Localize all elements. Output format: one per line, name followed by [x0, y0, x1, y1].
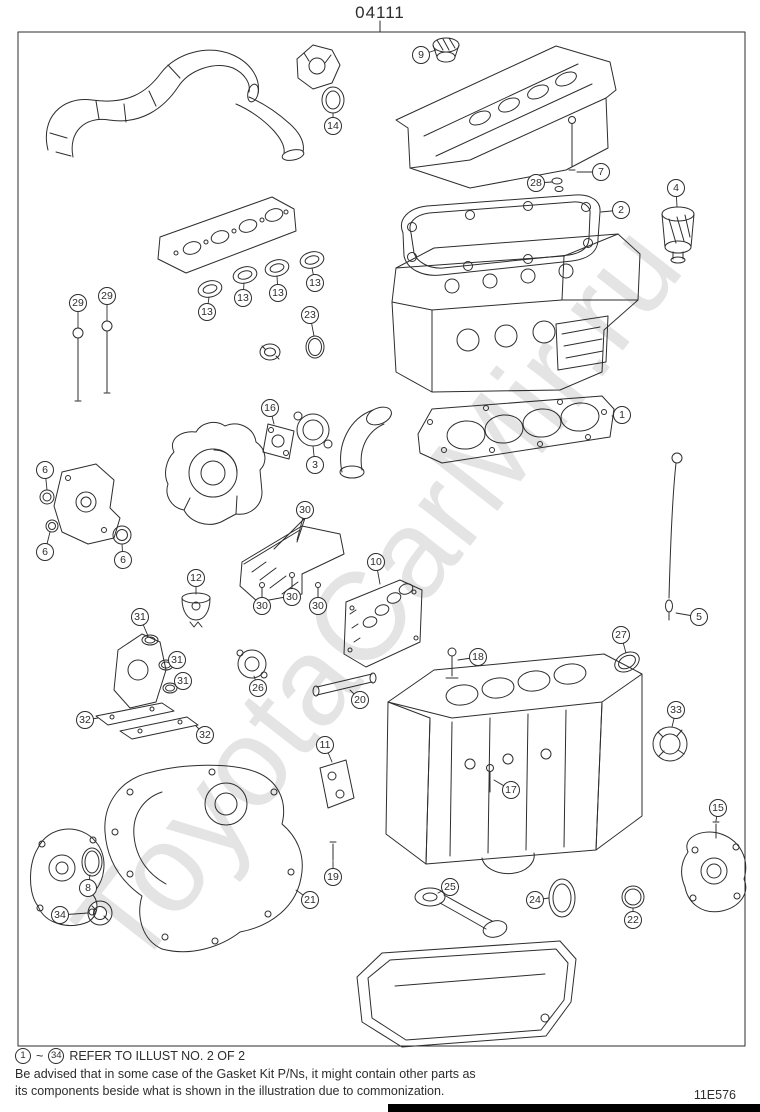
callout-5: 5 [690, 608, 708, 626]
timing-cover-art [104, 764, 303, 953]
exhaust-manifold-gasket-art [157, 196, 325, 298]
callout-27: 27 [612, 626, 630, 644]
callout-10: 10 [367, 553, 385, 571]
callout-9: 9 [412, 46, 430, 64]
callout-19: 19 [324, 868, 342, 886]
flange-gasket-16-art [262, 423, 295, 460]
ref-circle-from: 1 [15, 1048, 31, 1064]
valve-cover-art [395, 45, 617, 189]
callout-6: 6 [36, 461, 54, 479]
refer-text: REFER TO ILLUST NO. 2 OF 2 [69, 1049, 246, 1063]
callout-25: 25 [441, 878, 459, 896]
callout-31: 31 [174, 672, 192, 690]
oil-strainer-art [414, 887, 508, 938]
ref-circle-to: 34 [48, 1048, 65, 1064]
callout-17: 17 [502, 781, 520, 799]
callout-20: 20 [351, 691, 369, 709]
callout-22: 22 [624, 911, 642, 929]
callout-29: 29 [69, 294, 87, 312]
cylinder-head-art [391, 233, 641, 393]
camshaft-seal-27-art [614, 651, 640, 673]
callout-13: 13 [306, 274, 324, 292]
callout-13: 13 [198, 303, 216, 321]
callout-6: 6 [36, 543, 54, 561]
intake-gasket-art [343, 579, 423, 668]
callout-26: 26 [249, 679, 267, 697]
figure-number: 04111 [355, 3, 405, 22]
cylinder-part-4-art [661, 206, 695, 264]
flange-26-art [236, 649, 268, 679]
callout-6: 6 [114, 551, 132, 569]
inlet-elbow-art [339, 406, 392, 479]
callout-16: 16 [261, 399, 279, 417]
dipstick-art [665, 452, 683, 621]
callout-4: 4 [667, 179, 685, 197]
document-code: 11E576 [693, 1088, 736, 1102]
callout-30: 30 [253, 597, 271, 615]
water-inlet-art [113, 633, 178, 709]
cover-plate-11-art [319, 759, 355, 809]
stud-29-art [72, 320, 113, 402]
rear-retainer-art [680, 821, 747, 913]
turbo-art [165, 421, 266, 525]
callout-24: 24 [526, 891, 544, 909]
oring-23-art [259, 335, 325, 361]
rear-seal-33-art [652, 726, 688, 762]
callout-34: 34 [51, 906, 69, 924]
callout-28: 28 [527, 174, 545, 192]
note-line-1: Be advised that in some case of the Gask… [15, 1067, 476, 1081]
callout-23: 23 [301, 306, 319, 324]
callout-31: 31 [131, 608, 149, 626]
callout-30: 30 [309, 597, 327, 615]
callout-29: 29 [98, 287, 116, 305]
callout-30: 30 [283, 588, 301, 606]
footer-note: 1 ~ 34 REFER TO ILLUST NO. 2 OF 2 Be adv… [15, 1048, 476, 1098]
callout-13: 13 [234, 289, 252, 307]
bolt-17-art [486, 764, 494, 793]
cam-housing-seals-art [39, 463, 132, 545]
water-outlet-art [296, 44, 345, 114]
callout-11: 11 [316, 736, 334, 754]
callout-8: 8 [79, 879, 97, 897]
cover-bolt-seal-art [551, 116, 576, 192]
callout-12: 12 [187, 569, 205, 587]
gasket-32-art [95, 702, 199, 740]
callout-33: 33 [667, 701, 685, 719]
callout-13: 13 [269, 284, 287, 302]
tilde: ~ [36, 1049, 44, 1063]
air-hose-art [45, 49, 305, 161]
head-gasket-art [417, 395, 615, 464]
oil-pan-art [356, 940, 577, 1048]
callout-21: 21 [301, 891, 319, 909]
water-pump-art [30, 828, 113, 926]
callout-18: 18 [469, 648, 487, 666]
valve-cover-gasket-art [401, 194, 601, 276]
stud-18-art [445, 647, 459, 679]
heat-shield-art [239, 517, 345, 603]
callout-7: 7 [592, 163, 610, 181]
bolt-19-art [329, 841, 337, 861]
pipe-20-art [312, 672, 377, 697]
callout-32: 32 [196, 726, 214, 744]
callout-3: 3 [306, 456, 324, 474]
diagram-border [17, 31, 746, 1047]
callout-1: 1 [613, 406, 631, 424]
callout-14: 14 [324, 117, 342, 135]
note-line-2: its components beside what is shown in t… [15, 1084, 445, 1098]
callout-15: 15 [709, 799, 727, 817]
callout-30: 30 [296, 501, 314, 519]
callout-32: 32 [76, 711, 94, 729]
callout-31: 31 [168, 651, 186, 669]
engine-block-art [385, 653, 643, 875]
bottom-black-bar [388, 1104, 760, 1112]
refer-line: 1 ~ 34 REFER TO ILLUST NO. 2 OF 2 [15, 1048, 476, 1064]
callout-2: 2 [612, 201, 630, 219]
oil-filler-cap-art [432, 37, 460, 63]
